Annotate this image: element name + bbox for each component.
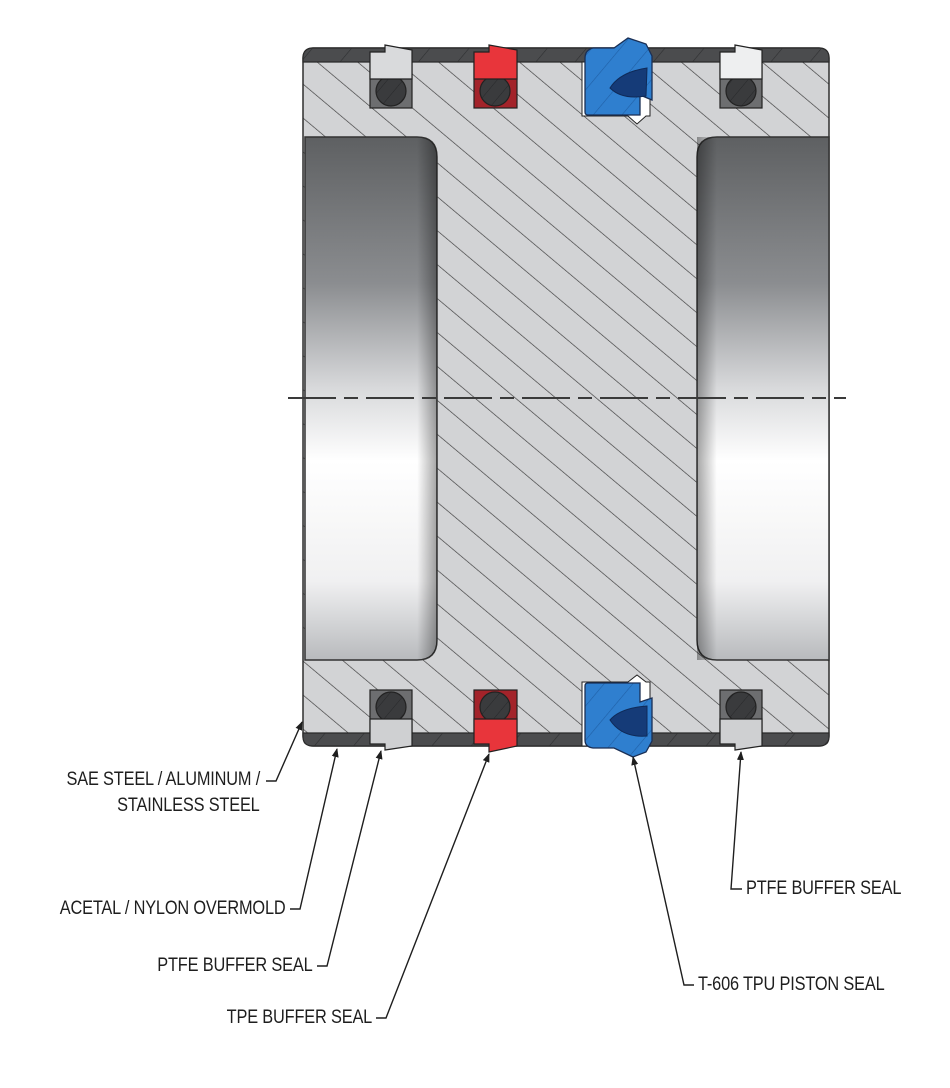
ptfe-buffer-seal-bottom-right: [719, 689, 763, 751]
leader-tpu: [631, 756, 694, 986]
leader-tpe: [376, 753, 490, 1019]
leader-body-material: [266, 721, 303, 782]
tpu-piston-seal-bottom: [581, 674, 653, 758]
callout-overmold: ACETAL / NYLON OVERMOLD: [60, 898, 286, 919]
callout-ptfe-buffer-seal-right: PTFE BUFFER SEAL: [746, 878, 902, 899]
leader-ptfe-right: [730, 751, 744, 890]
acetal-overmold: [302, 47, 830, 747]
ptfe-buffer-seal-bottom-left: [369, 689, 413, 751]
callout-body-material-line1: SAE STEEL / ALUMINUM /: [66, 769, 260, 790]
tpu-piston-seal-top: [581, 37, 653, 125]
tpe-buffer-seal-bottom: [473, 689, 518, 753]
callout-ptfe-buffer-seal-left: PTFE BUFFER SEAL: [157, 955, 313, 976]
leader-overmold: [290, 748, 339, 910]
callout-tpu-piston-seal: T-606 TPU PISTON SEAL: [698, 974, 885, 995]
ptfe-buffer-seal-top-left: [369, 44, 413, 109]
callout-tpe-buffer-seal: TPE BUFFER SEAL: [226, 1007, 373, 1028]
tpe-buffer-seal-top: [473, 44, 518, 109]
callout-body-material-line2: STAINLESS STEEL: [117, 795, 261, 816]
ptfe-buffer-seal-top-right: [719, 44, 763, 109]
leader-ptfe-left: [317, 750, 383, 967]
leader-lines: [266, 721, 744, 1019]
